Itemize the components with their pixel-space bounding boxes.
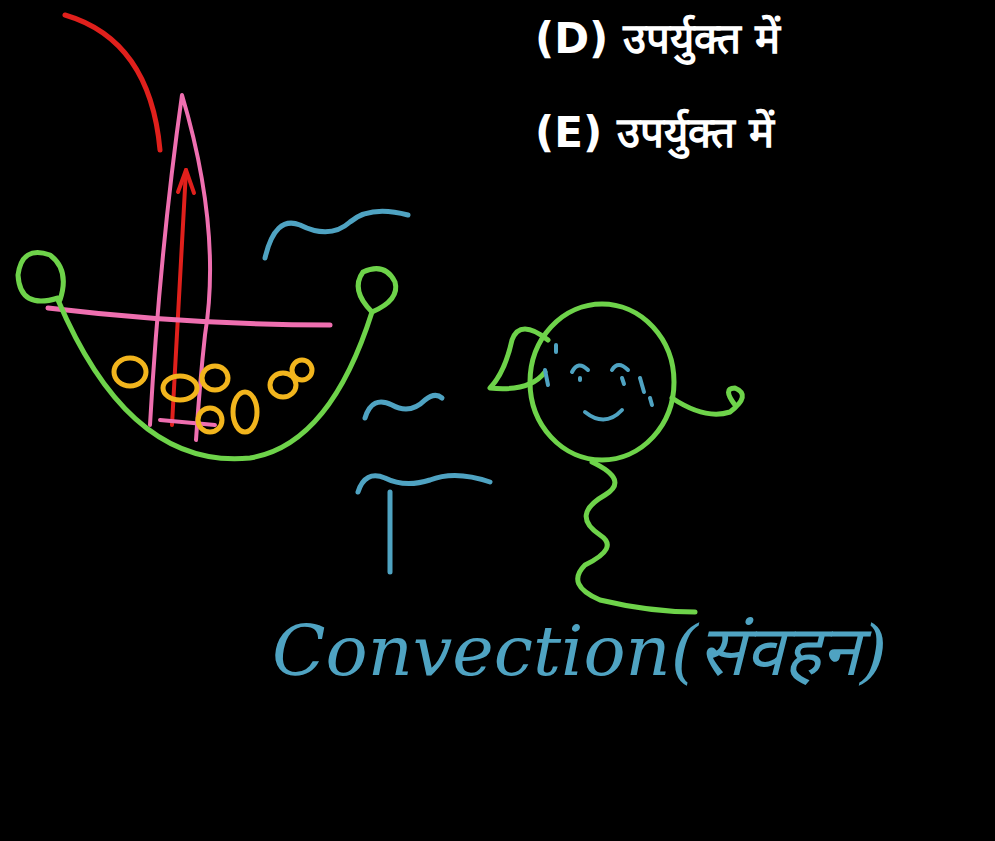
lamp-bowl bbox=[18, 253, 396, 459]
flame bbox=[150, 95, 210, 440]
oil-line bbox=[48, 308, 330, 325]
girl-figure bbox=[490, 304, 742, 612]
arrow-head bbox=[178, 170, 194, 193]
girl-face bbox=[545, 345, 652, 420]
heat-curve bbox=[65, 15, 160, 150]
handwritten-note: Convection(संवहन) bbox=[272, 600, 887, 696]
convection-waves bbox=[265, 211, 490, 572]
wick-base bbox=[160, 420, 215, 425]
option-text: (E) उपर्युक्त में bbox=[535, 102, 774, 159]
oil-drops bbox=[114, 358, 312, 432]
option-text: (D) उपर्युक्त में bbox=[535, 8, 781, 65]
heat-arrow bbox=[172, 170, 186, 425]
